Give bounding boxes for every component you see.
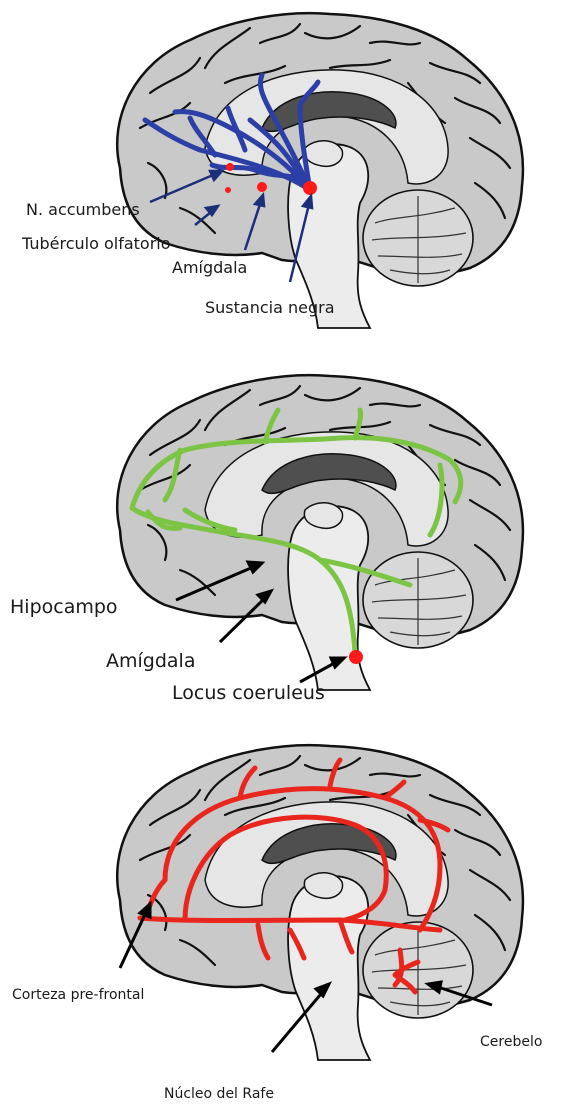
label-cerebellum: Cerebelo — [480, 1035, 542, 1049]
serotonin-diagram — [0, 730, 564, 1116]
label-accumbens: N. accumbens — [26, 202, 140, 218]
substantia-nigra-marker — [303, 181, 317, 195]
brain-section — [117, 375, 523, 690]
noradrenaline-nuclei — [349, 650, 363, 664]
label-olfactory-tubercle: Tubérculo olfatorio — [22, 236, 171, 252]
label-amygdala: Amígdala — [106, 652, 195, 671]
label-amygdala: Amígdala — [172, 260, 247, 276]
dopamine-diagram — [0, 0, 564, 330]
panel-serotonin: Corteza pre-frontal Núcleo del Rafe Cere… — [0, 730, 564, 1116]
panel-noradrenaline: Hipocampo Amígdala Locus coeruleus — [0, 360, 564, 700]
label-prefrontal-cortex: Corteza pre-frontal — [12, 988, 144, 1002]
brain-section — [117, 745, 523, 1060]
panel-dopamine: N. accumbens Tubérculo olfatorio Amígdal… — [0, 0, 564, 330]
label-raphe-nucleus: Núcleo del Rafe — [164, 1087, 274, 1101]
label-substantia-nigra: Sustancia negra — [205, 300, 335, 316]
brain-section — [117, 13, 523, 328]
noradrenaline-diagram — [0, 360, 564, 700]
label-locus-coeruleus: Locus coeruleus — [172, 684, 325, 703]
accumbens-nucleus-marker — [226, 163, 234, 171]
accumbens-marker-2 — [225, 187, 231, 193]
olfactory-marker — [257, 182, 267, 192]
locus-coeruleus-marker — [349, 650, 363, 664]
label-hippocampus: Hipocampo — [10, 598, 118, 617]
